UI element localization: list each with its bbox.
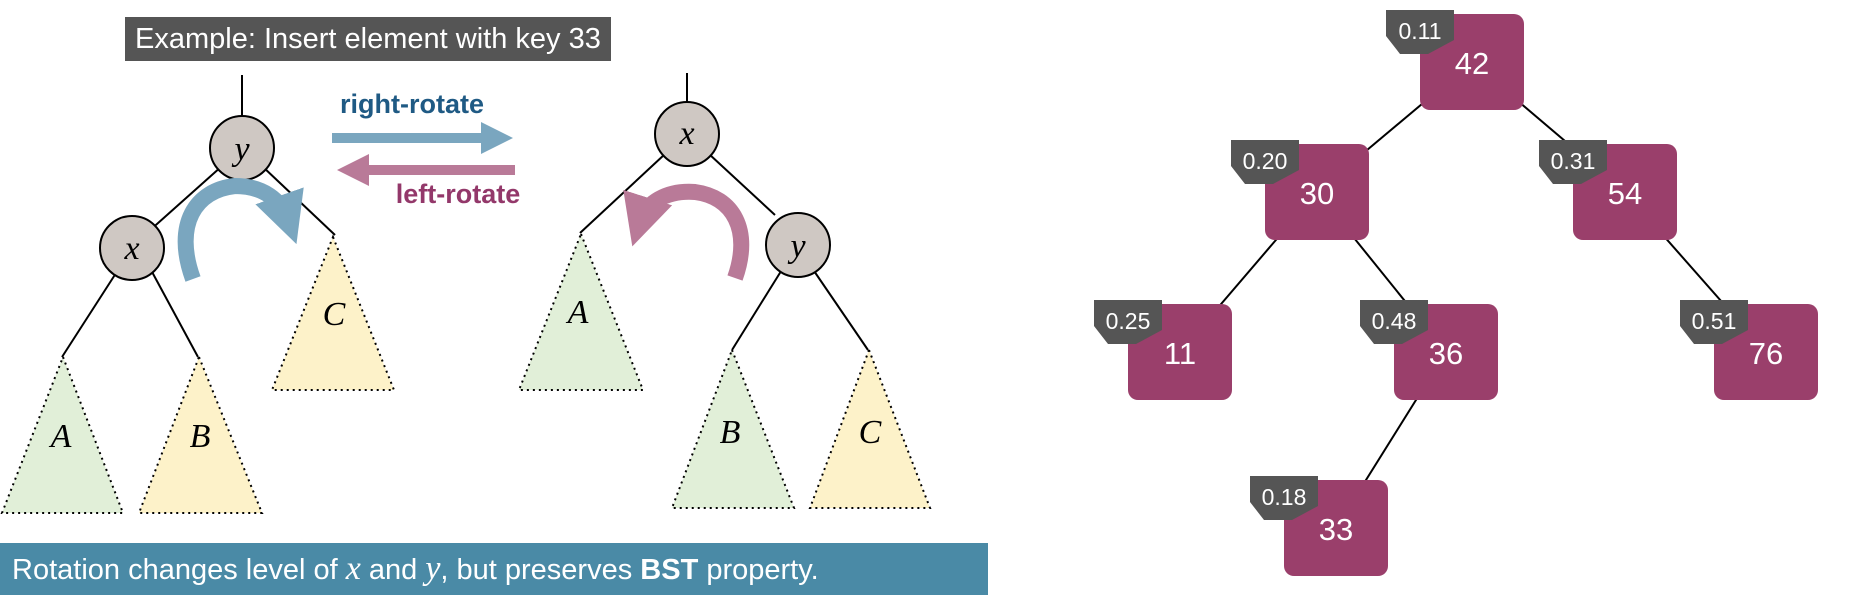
node-key-label: 54 [1608,176,1642,211]
subtree-c-label: C [859,414,882,451]
node-key-label: 11 [1164,336,1196,371]
treap-diagram: 0.11 42 0.20 30 0.31 54 0.25 11 0.48 36 0.51 76 0.18… [1094,10,1818,576]
priority-label: 0.31 [1551,148,1596,174]
node-y-label: y [231,131,250,168]
node-x-circle [654,101,720,167]
caption-text-2: and [360,554,426,586]
tree-edge [708,153,776,216]
tree-edge [811,267,869,351]
rotation-diagram-right: x y A B C [517,73,932,509]
subtree-b-label: B [190,418,211,455]
node-key-label: 76 [1749,336,1783,371]
priority-label: 0.18 [1262,484,1307,510]
caption-bst: BST [640,554,699,586]
node-key-label: 33 [1319,512,1353,547]
subtree-b-triangle [670,347,796,509]
priority-tag [1386,10,1454,54]
priority-tag [1539,140,1607,184]
subtree-a-triangle [517,231,645,391]
treap-node-76: 0.51 76 [1680,300,1818,400]
counterclockwise-rotation-arrow [623,183,750,281]
subtree-a-label: A [49,418,72,455]
tree-edge [731,267,784,351]
caption-text-4: property. [698,554,819,586]
example-title: Example: Insert element with key 33 [125,17,611,61]
rotation-arrows: right-rotate left-rotate [332,89,520,209]
clockwise-rotation-arrow [177,177,304,282]
caption-text-1: Rotation changes level of [12,554,346,586]
subtree-a-label: A [566,294,589,331]
subtree-c-label: C [323,296,346,333]
priority-tag [1094,300,1162,344]
treap-node-11: 0.25 11 [1094,300,1232,400]
left-rotate-label: left-rotate [396,179,521,209]
caption-var-y: y [425,550,441,587]
priority-tag [1250,476,1318,520]
caption-banner: Rotation changes level of x and y, but p… [0,543,988,595]
treap-node-54: 0.31 54 [1539,140,1677,240]
treap-node-30: 0.20 30 [1231,140,1369,240]
rotation-diagram-left: y x C A B [0,75,396,514]
priority-label: 0.20 [1243,148,1288,174]
tree-edge [579,153,666,234]
subtree-c-triangle [270,234,396,391]
treap-node-33: 0.18 33 [1250,476,1388,576]
subtree-b-triangle [137,354,264,514]
node-key-label: 42 [1455,46,1489,81]
treap-nodes: 0.11 42 0.20 30 0.31 54 0.25 11 0.48 36 0.51 76 0.18… [1094,10,1818,576]
treap-node-42: 0.11 42 [1386,10,1524,110]
subtree-c-triangle [808,347,932,509]
priority-tag [1360,300,1428,344]
node-key-label: 36 [1429,336,1463,371]
caption-var-x: x [345,550,361,587]
priority-label: 0.25 [1106,308,1151,334]
subtree-a-triangle [0,354,125,514]
priority-label: 0.48 [1372,308,1417,334]
tree-edge [150,269,199,358]
subtree-b-label: B [720,414,741,451]
tree-edge [147,165,223,233]
node-x-label: x [678,115,694,152]
priority-tag [1231,140,1299,184]
node-y-label: y [787,228,806,265]
treap-edges [1179,61,1767,529]
node-x-label: x [123,230,139,267]
treap-node-36: 0.48 36 [1360,300,1498,400]
right-rotate-label: right-rotate [340,89,484,119]
priority-tag [1680,300,1748,344]
priority-label: 0.11 [1398,18,1441,44]
priority-label: 0.51 [1692,308,1737,334]
tree-edge [61,269,119,358]
node-x-circle [99,215,165,281]
caption-text-3: , but preserves [440,554,641,586]
node-key-label: 30 [1300,176,1334,211]
node-y-circle [765,212,831,278]
